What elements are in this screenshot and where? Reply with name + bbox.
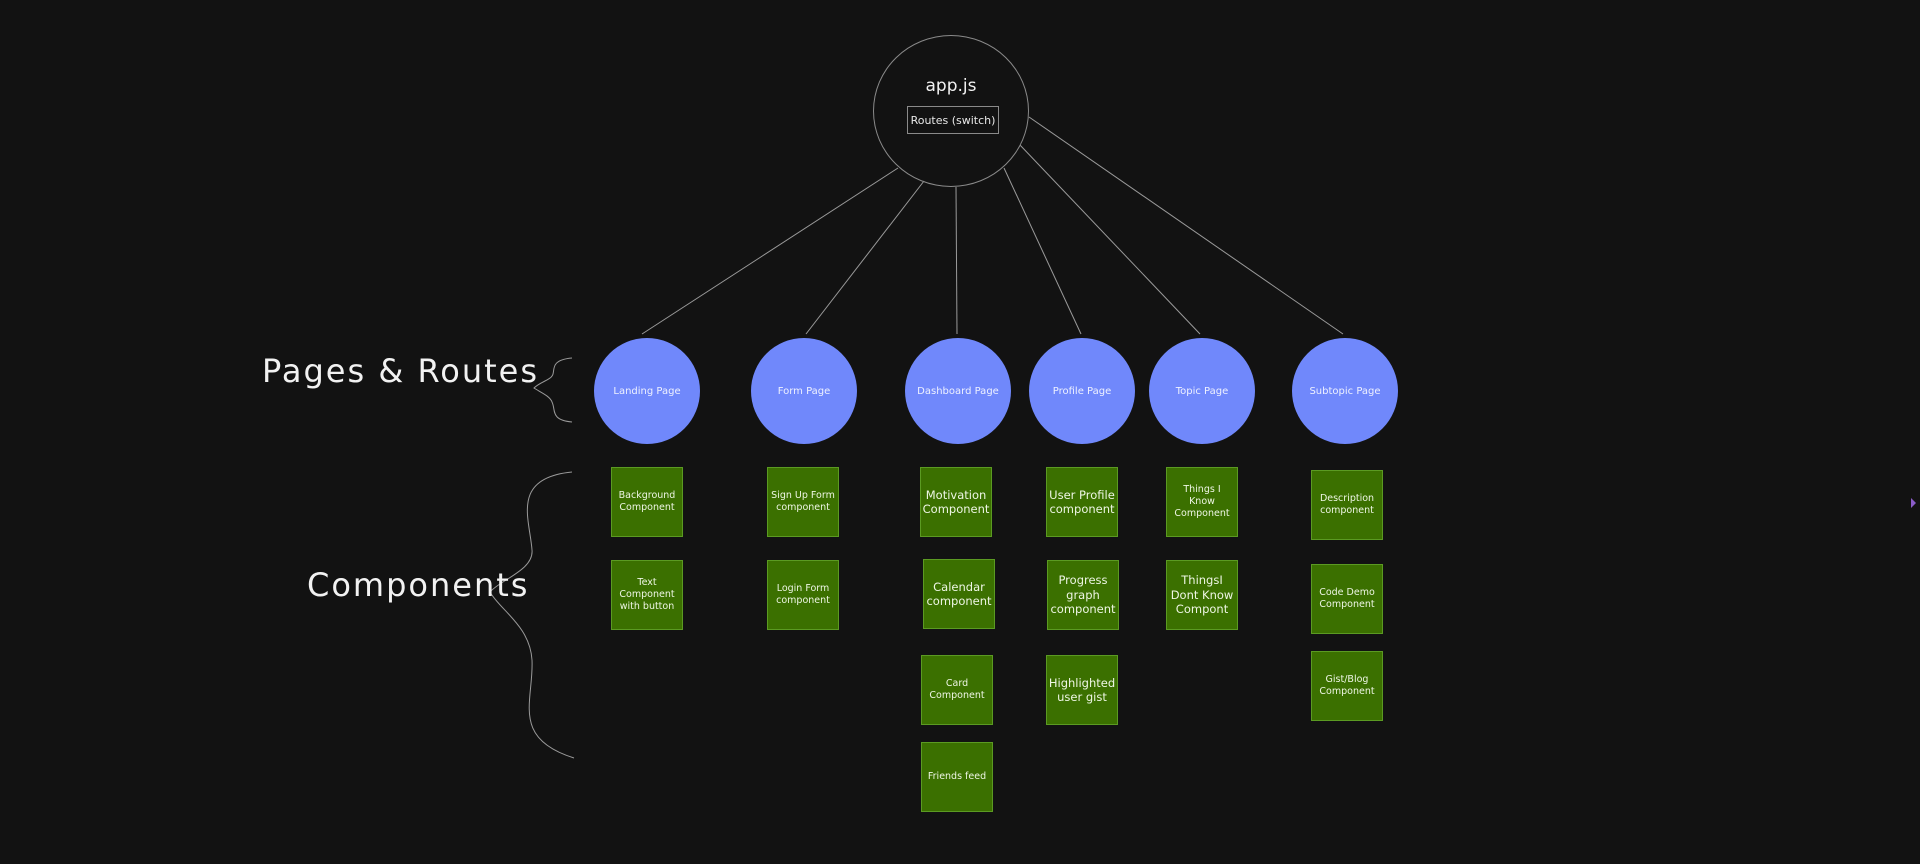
dashboard-page-node[interactable]: Dashboard Page [905, 338, 1011, 444]
topic-page-node[interactable]: Topic Page [1149, 338, 1255, 444]
app-js-node[interactable]: app.js Routes (switch) [873, 35, 1029, 187]
profile-page-node[interactable]: Profile Page [1029, 338, 1135, 444]
form-page-node[interactable]: Form Page [751, 338, 857, 444]
user-profile-component-node[interactable]: User Profile component [1046, 467, 1118, 537]
routes-switch-box: Routes (switch) [907, 106, 999, 134]
things-i-dont-know-component-node[interactable]: ThingsI Dont Know Compont [1166, 560, 1238, 630]
motivation-component-node[interactable]: Motivation Component [920, 467, 992, 537]
components-brace [489, 471, 575, 759]
landing-page-node[interactable]: Landing Page [594, 338, 700, 444]
highlighted-user-gist-node[interactable]: Highlighted user gist [1046, 655, 1118, 725]
link-landing-page [641, 167, 899, 335]
link-topic-page [1019, 144, 1201, 335]
background-component-node[interactable]: Background Component [611, 467, 683, 537]
link-dashboard-page [955, 186, 958, 335]
progress-graph-component-node[interactable]: Progress graph component [1047, 560, 1119, 630]
text-component-node[interactable]: Text Component with button [611, 560, 683, 630]
link-form-page [805, 180, 925, 335]
components-label: Components [307, 566, 530, 604]
card-component-node[interactable]: Card Component [921, 655, 993, 725]
things-i-know-component-node[interactable]: Things I Know Component [1166, 467, 1238, 537]
pages-routes-label: Pages & Routes [262, 352, 539, 390]
signup-form-component-node[interactable]: Sign Up Form component [767, 467, 839, 537]
mouse-cursor-icon [1911, 498, 1916, 508]
link-subtopic-page [1028, 116, 1344, 335]
subtopic-page-node[interactable]: Subtopic Page [1292, 338, 1398, 444]
pages-brace [533, 357, 573, 423]
code-demo-component-node[interactable]: Code Demo Component [1311, 564, 1383, 634]
calendar-component-node[interactable]: Calendar component [923, 559, 995, 629]
link-profile-page [1003, 167, 1082, 335]
gist-blog-component-node[interactable]: Gist/Blog Component [1311, 651, 1383, 721]
friends-feed-node[interactable]: Friends feed [921, 742, 993, 812]
app-js-title: app.js [925, 76, 977, 96]
description-component-node[interactable]: Description component [1311, 470, 1383, 540]
login-form-component-node[interactable]: Login Form component [767, 560, 839, 630]
